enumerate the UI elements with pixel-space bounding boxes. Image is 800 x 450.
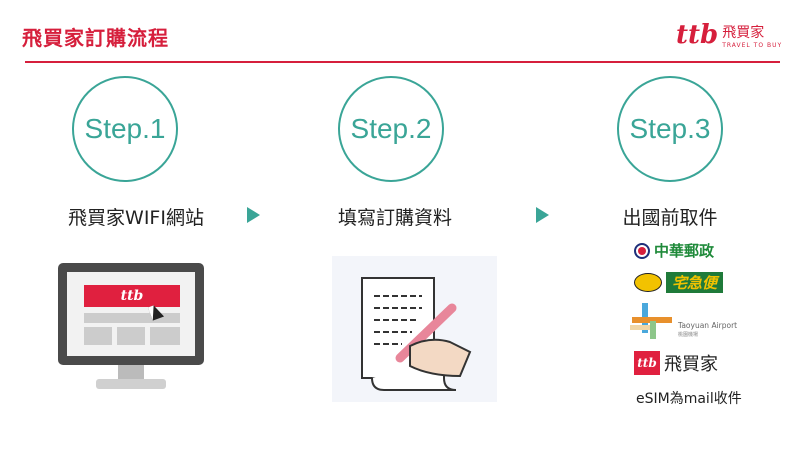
brand-logo: ttb 飛買家 TRAVEL TO BUY (676, 20, 782, 50)
header-divider (25, 61, 780, 63)
step-2-label: 填寫訂購資料 (337, 207, 452, 229)
arrow-right-icon (247, 207, 260, 223)
esim-note: eSIM為mail收件 (636, 391, 742, 407)
tqb-logo: 宅急便 (634, 272, 724, 293)
monitor-illustration: ttb (58, 263, 204, 391)
post-icon (634, 242, 650, 259)
page-title: 飛買家訂購流程 (22, 26, 169, 50)
step-1-label: 飛買家WIFI網站 (68, 207, 204, 229)
brand-tagline: TRAVEL TO BUY (722, 41, 783, 49)
ttb-pickup-logo: ttb 飛買家 (634, 350, 718, 376)
step-2-circle: Step.2 (338, 76, 444, 182)
monitor-logo-banner: ttb (84, 285, 180, 307)
chunghwa-post-logo: 中華郵政 (634, 240, 714, 261)
step-3-circle: Step.3 (617, 76, 723, 182)
form-illustration (332, 256, 497, 402)
taoyuan-airport-logo: Taoyuan Airport 桃園機場 (630, 303, 740, 339)
arrow-right-icon (536, 207, 549, 223)
black-cat-icon (634, 273, 662, 292)
step-1-circle: Step.1 (72, 76, 178, 182)
brand-mark: ttb (676, 20, 719, 50)
brand-name: 飛買家 (722, 24, 765, 41)
step-3-label: 出國前取件 (622, 207, 718, 229)
